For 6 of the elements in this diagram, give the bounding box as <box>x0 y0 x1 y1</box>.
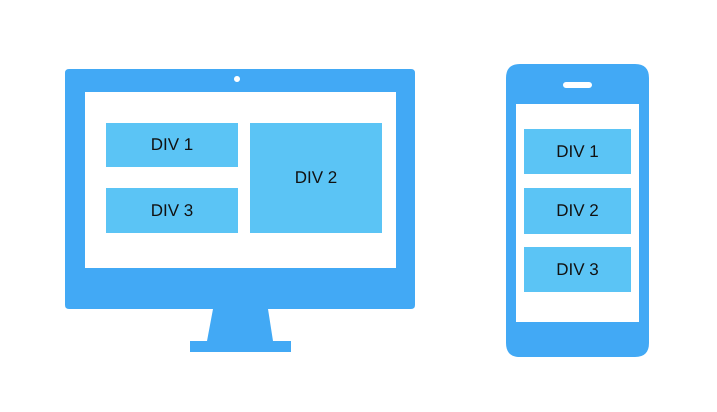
content-block: DIV 2 <box>250 123 382 233</box>
content-block: DIV 3 <box>524 247 631 292</box>
content-block: DIV 1 <box>524 129 631 174</box>
content-block: DIV 2 <box>524 188 631 234</box>
content-block: DIV 1 <box>106 123 238 167</box>
content-block: DIV 3 <box>106 188 238 233</box>
